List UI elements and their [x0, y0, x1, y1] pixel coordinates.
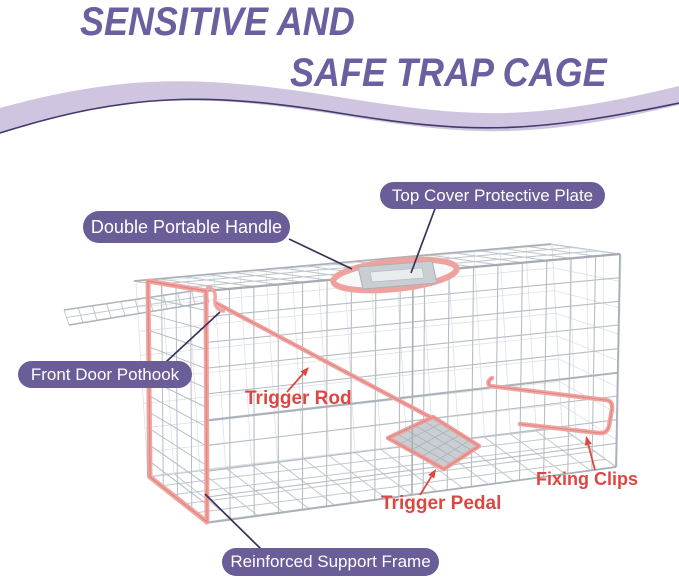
callout-line-handle — [288, 238, 353, 270]
trigger-pedal-edge — [386, 416, 481, 470]
page-title-line2: SAFE TRAP CAGE — [290, 51, 607, 95]
red-arrows — [286, 367, 596, 496]
label-front-door-pothook: Front Door Pothook — [18, 361, 192, 388]
top-cover-plate — [330, 256, 460, 294]
wave-ribbon — [0, 81, 679, 134]
trigger-rod — [214, 301, 432, 419]
label-double-portable-handle: Double Portable Handle — [83, 211, 290, 243]
page-title-line1: SENSITIVE AND — [80, 0, 355, 44]
front-door-frame — [145, 278, 210, 525]
label-reinforced-support-frame: Reinforced Support Frame — [222, 548, 439, 576]
callout-lines — [165, 205, 437, 551]
callout-line-pothook — [165, 311, 221, 363]
front-door-pothook — [205, 285, 226, 313]
callout-line-frame — [204, 493, 263, 551]
label-fixing-clips: Fixing Clips — [536, 469, 639, 489]
callout-line-top-cover — [410, 205, 437, 274]
label-trigger-rod: Trigger Rod — [245, 388, 352, 409]
label-top-cover-protective-plate: Top Cover Protective Plate — [380, 182, 605, 209]
cage-structure — [63, 243, 621, 526]
fixing-clips — [486, 375, 615, 436]
label-trigger-pedal: Trigger Pedal — [381, 493, 502, 514]
